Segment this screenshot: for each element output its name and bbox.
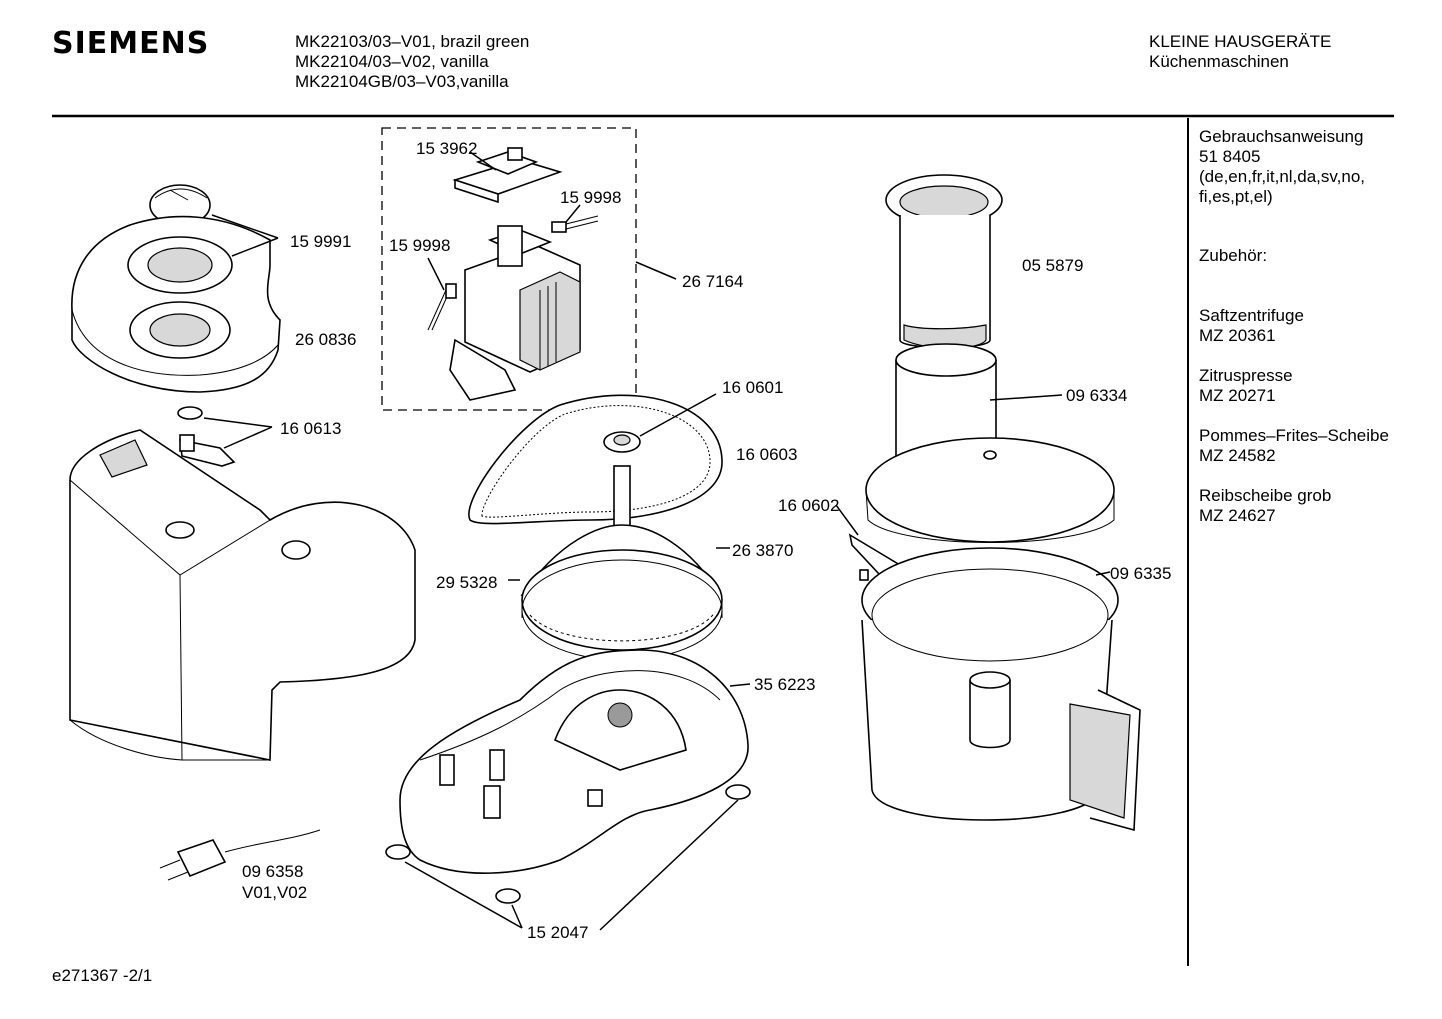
clip-part [177,406,236,467]
part-label-160601: 16 0601 [722,378,784,397]
brand-logo: SIEMENS [52,26,210,61]
part-label-295328: 29 5328 [436,573,498,592]
part-label-260836: 26 0836 [295,330,357,349]
manual-number: 51 8405 [1199,147,1261,166]
part-label-159998-b: 15 9998 [389,236,451,255]
base-housing-part [69,429,416,761]
part-label-096358-variant: V01,V02 [242,883,308,902]
part-label-263870: 26 3870 [732,541,794,560]
part-label-096335: 09 6335 [1110,564,1172,583]
accessory-name: Pommes–Frites–Scheibe [1199,426,1389,445]
part-label-153962: 15 3962 [416,139,478,158]
manual-languages-1: (de,en,fr,it,nl,da,sv,no, [1199,167,1365,186]
manual-languages-2: fi,es,pt,el) [1199,187,1273,206]
part-label-160613: 16 0613 [280,419,342,438]
accessory-code: MZ 24582 [1199,446,1276,465]
part-label-159991: 15 9991 [290,232,352,251]
gear-cone-part [520,524,723,661]
document-id: e271367 -2/1 [52,966,153,985]
carbon-brush-part [551,215,599,233]
motor-part [449,225,581,401]
model-line-2: MK22104/03–V02, vanilla [295,52,489,71]
subcategory-title: Küchenmaschinen [1149,52,1289,71]
part-label-055879: 05 5879 [1022,256,1084,275]
model-line-3: MK22104GB/03–V03,vanilla [295,72,509,91]
drive-base-part [399,649,749,874]
lid-part [71,215,281,393]
bowl-lid-part [865,343,1115,543]
accessories-title: Zubehör: [1199,246,1268,265]
bowl-part [861,547,1141,832]
feet-part [385,784,751,904]
category-title: KLEINE HAUSGERÄTE [1149,32,1332,51]
part-label-267164: 26 7164 [682,272,744,291]
part-label-160602: 16 0602 [778,496,840,515]
accessory-name: Saftzentrifuge [1199,306,1304,325]
belt-part [468,394,723,525]
motor-assembly-box [381,127,637,411]
accessory-code: MZ 24627 [1199,506,1276,525]
pusher-part [885,174,1003,349]
accessory-name: Zitruspresse [1199,366,1293,385]
model-line-1: MK22103/03–V01, brazil green [295,32,530,51]
manual-title: Gebrauchsanweisung [1199,127,1364,146]
accessory-name: Reibscheibe grob [1199,486,1332,505]
part-label-096358: 09 6358 [242,862,304,881]
part-label-096334: 09 6334 [1066,386,1128,405]
part-label-356223: 35 6223 [754,675,816,694]
plug-part [159,829,321,881]
accessory-code: MZ 20271 [1199,386,1276,405]
part-label-160603: 16 0603 [736,445,798,464]
spring-part [427,283,457,331]
leader-159991 [211,214,279,239]
circuit-board-part [452,147,563,204]
part-label-152047: 15 2047 [527,923,589,942]
pulley-cap-part [603,431,641,453]
accessory-code: MZ 20361 [1199,326,1276,345]
part-label-159998-a: 15 9998 [560,188,622,207]
